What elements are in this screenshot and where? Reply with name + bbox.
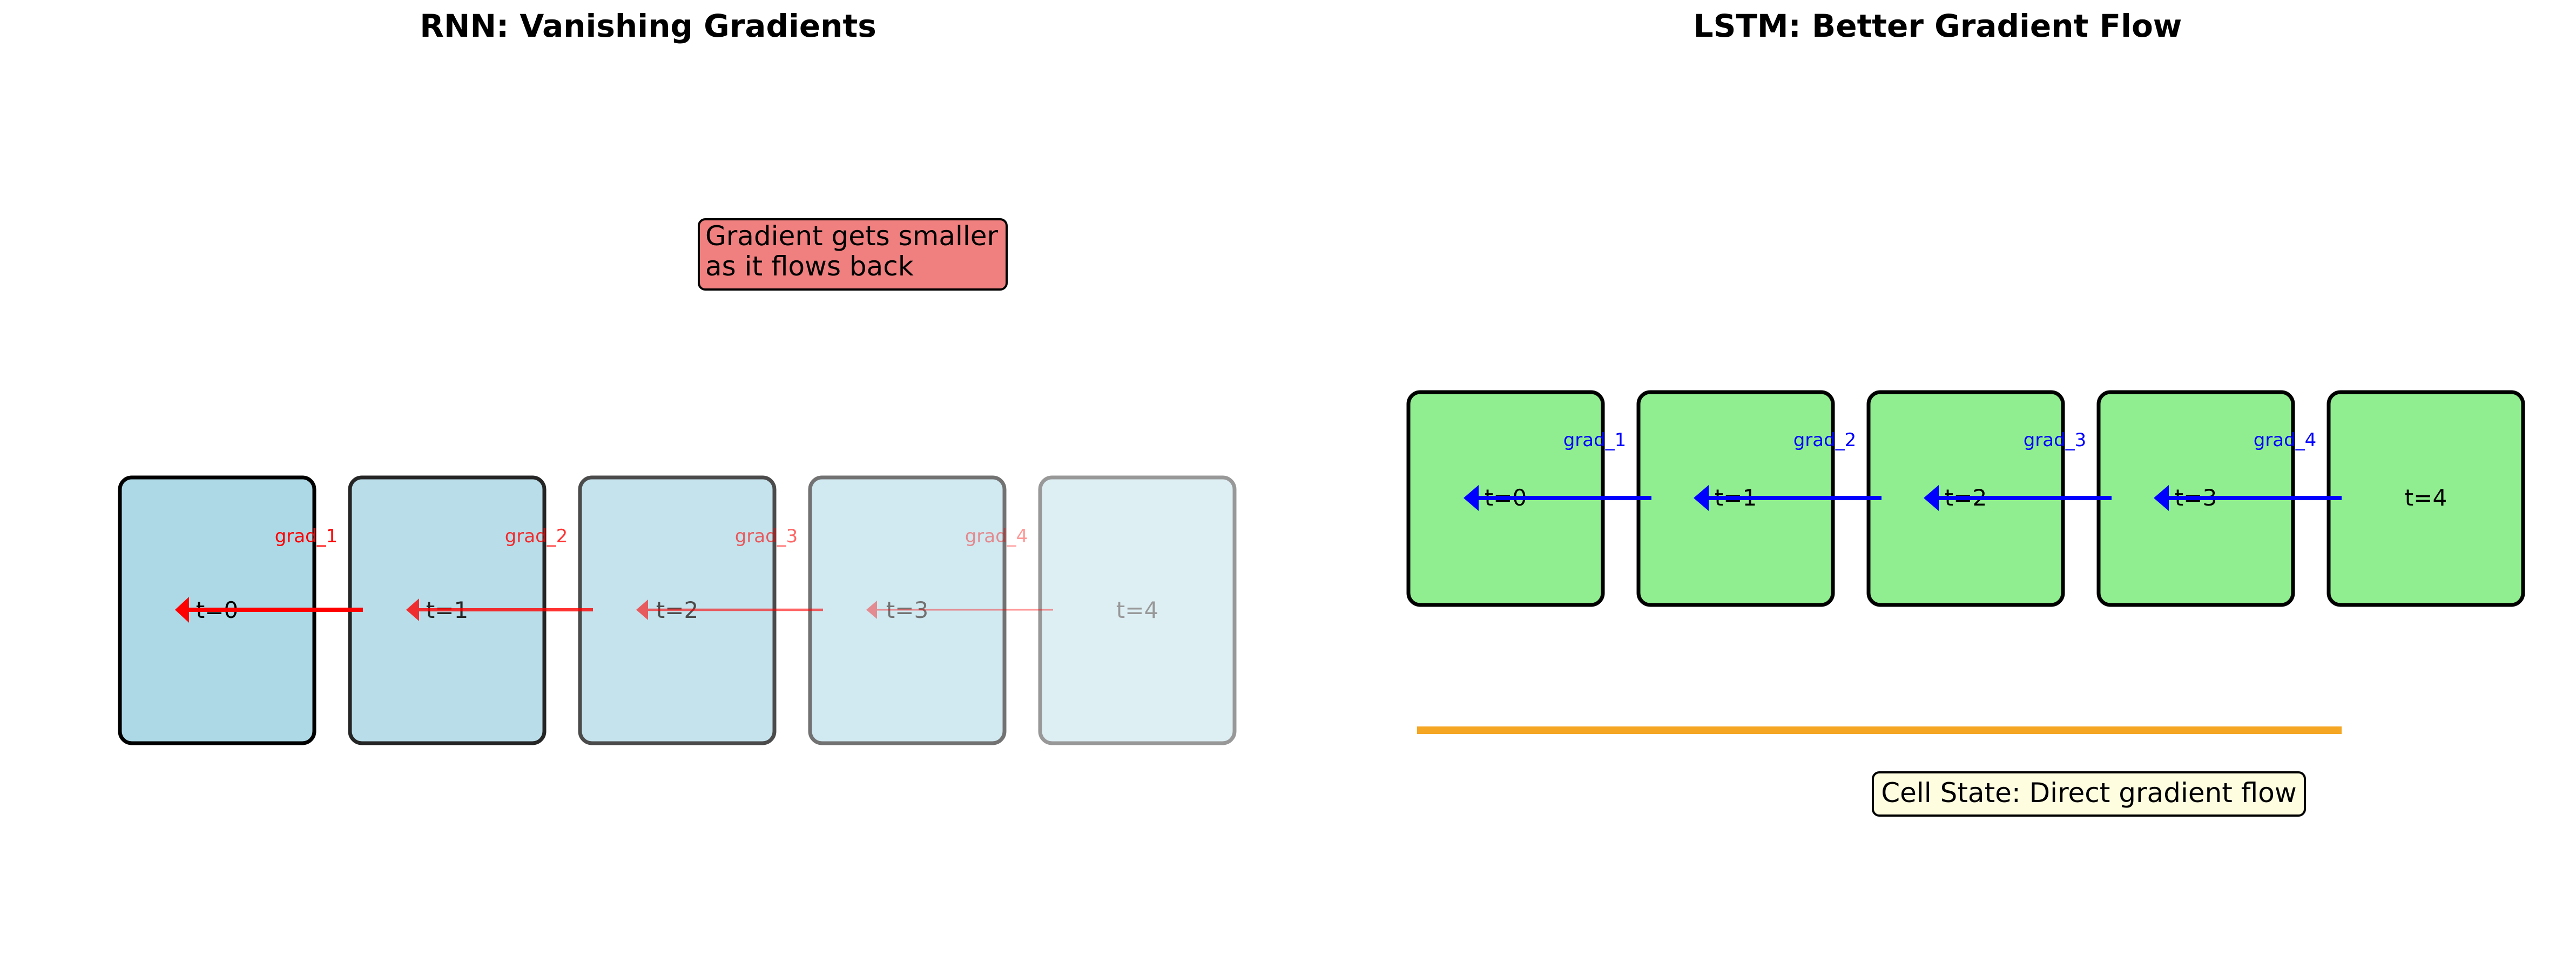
rnn-gradient-label: grad_2 [505, 526, 568, 547]
rnn-gradient-4: grad_4 [866, 526, 1053, 619]
rnn-annotation-box [698, 218, 1008, 291]
lstm-gradient-label: grad_4 [2254, 429, 2317, 451]
lstm-cell-label: t=4 [2405, 484, 2447, 511]
lstm-cell-state-annotation: Cell State: Direct gradient flow [1872, 771, 2306, 817]
lstm-gradient-label: grad_1 [1563, 429, 1627, 451]
lstm-cell-4: t=4 [2327, 390, 2525, 607]
lstm-gradient-2: grad_2 [1694, 429, 1882, 511]
lstm-gradient-arrow-head [1464, 485, 1479, 511]
rnn-cell-box [1038, 475, 1237, 745]
lstm-gradient-arrow-head [1694, 485, 1709, 511]
rnn-cell-label: t=3 [886, 597, 928, 623]
lstm-gradient-arrow-head [2154, 485, 2169, 511]
rnn-gradient-3: grad_3 [636, 526, 823, 620]
lstm-gradient-label: grad_2 [1793, 429, 1857, 451]
rnn-cell-label: t=4 [1116, 597, 1158, 623]
rnn-gradient-arrow-head [866, 601, 877, 619]
rnn-gradient-1: grad_1 [175, 526, 363, 623]
rnn-panel: RNN: Vanishing Gradients Gradient gets s… [118, 8, 1237, 745]
rnn-gradient-arrow-head [406, 598, 419, 621]
rnn-title: RNN: Vanishing Gradients [420, 8, 876, 44]
lstm-panel: LSTM: Better Gradient Flow t=0 t=1 t=2 t… [1406, 8, 2525, 817]
lstm-gradient-4: grad_4 [2154, 429, 2342, 511]
rnn-gradient-arrow-head [636, 600, 648, 620]
lstm-title: LSTM: Better Gradient Flow [1694, 8, 2182, 44]
lstm-gradient-label: grad_3 [2024, 429, 2087, 451]
rnn-gradient-label: grad_4 [965, 526, 1028, 547]
lstm-gradient-3: grad_3 [1924, 429, 2112, 511]
rnn-gradient-label: grad_1 [275, 526, 338, 547]
rnn-gradient-label: grad_3 [735, 526, 798, 547]
rnn-cell-4: t=4 [1038, 475, 1237, 745]
rnn-annotation-line2: as it flows back [705, 251, 914, 282]
rnn-gradient-arrow-head [175, 597, 189, 623]
rnn-annotation: Gradient gets smaller as it flows back [698, 218, 1008, 291]
lstm-cell-state-box [1872, 771, 2306, 817]
rnn-annotation-line1: Gradient gets smaller [705, 220, 999, 252]
lstm-cell-state-label: Cell State: Direct gradient flow [1881, 777, 2297, 809]
lstm-gradient-arrow-head [1924, 485, 1939, 511]
lstm-gradient-1: grad_1 [1464, 429, 1651, 511]
rnn-gradient-2: grad_2 [406, 526, 593, 621]
